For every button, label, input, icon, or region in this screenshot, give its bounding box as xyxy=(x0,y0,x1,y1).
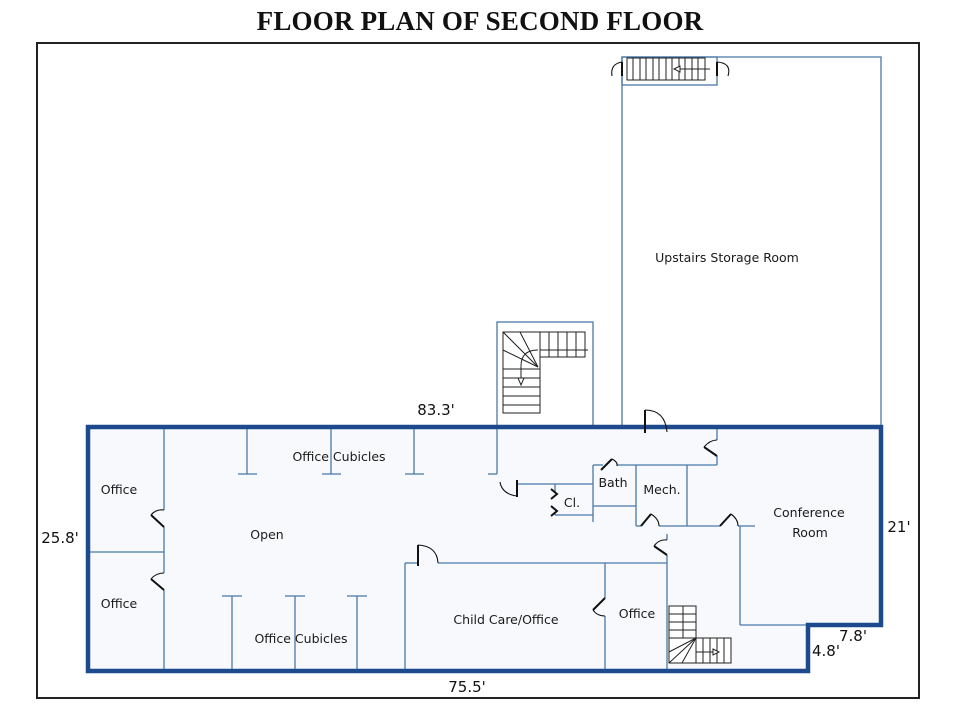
lower-staircase-icon xyxy=(668,605,732,664)
drawing-frame xyxy=(36,42,920,699)
room-label-open: Open xyxy=(250,527,283,542)
dimension-bottom: 75.5' xyxy=(448,678,486,696)
room-label-upstairs-storage: Upstairs Storage Room xyxy=(655,250,799,265)
dimension-right: 21' xyxy=(887,518,910,536)
dimension-left: 25.8' xyxy=(41,529,79,547)
room-label-office-cubicles-top: Office Cubicles xyxy=(292,449,385,464)
dimension-top: 83.3' xyxy=(417,401,455,419)
room-label-office-bottom-left: Office xyxy=(101,596,138,611)
storage-staircase-icon xyxy=(611,57,730,81)
room-label-bath: Bath xyxy=(598,475,627,490)
interior-walls xyxy=(90,429,806,669)
stairwell-staircase-icon xyxy=(502,331,588,414)
dimension-notch-height: 4.8' xyxy=(812,642,840,660)
room-label-office-top-left: Office xyxy=(101,482,138,497)
room-label-child-care: Child Care/Office xyxy=(453,612,558,627)
dimension-notch-width: 7.8' xyxy=(839,627,867,645)
room-label-conference-1: Conference xyxy=(773,505,845,520)
exterior-walls xyxy=(85,424,884,674)
room-label-office-cubicles-bottom: Office Cubicles xyxy=(254,631,347,646)
room-label-mech: Mech. xyxy=(643,482,680,497)
room-label-conference-2: Room xyxy=(792,525,828,540)
room-label-closet: Cl. xyxy=(564,495,580,510)
page-title: FLOOR PLAN OF SECOND FLOOR xyxy=(256,6,704,36)
room-label-office-right: Office xyxy=(619,606,656,621)
doors xyxy=(150,409,739,617)
stairwell xyxy=(496,321,594,427)
upstairs-storage-room xyxy=(621,56,882,425)
